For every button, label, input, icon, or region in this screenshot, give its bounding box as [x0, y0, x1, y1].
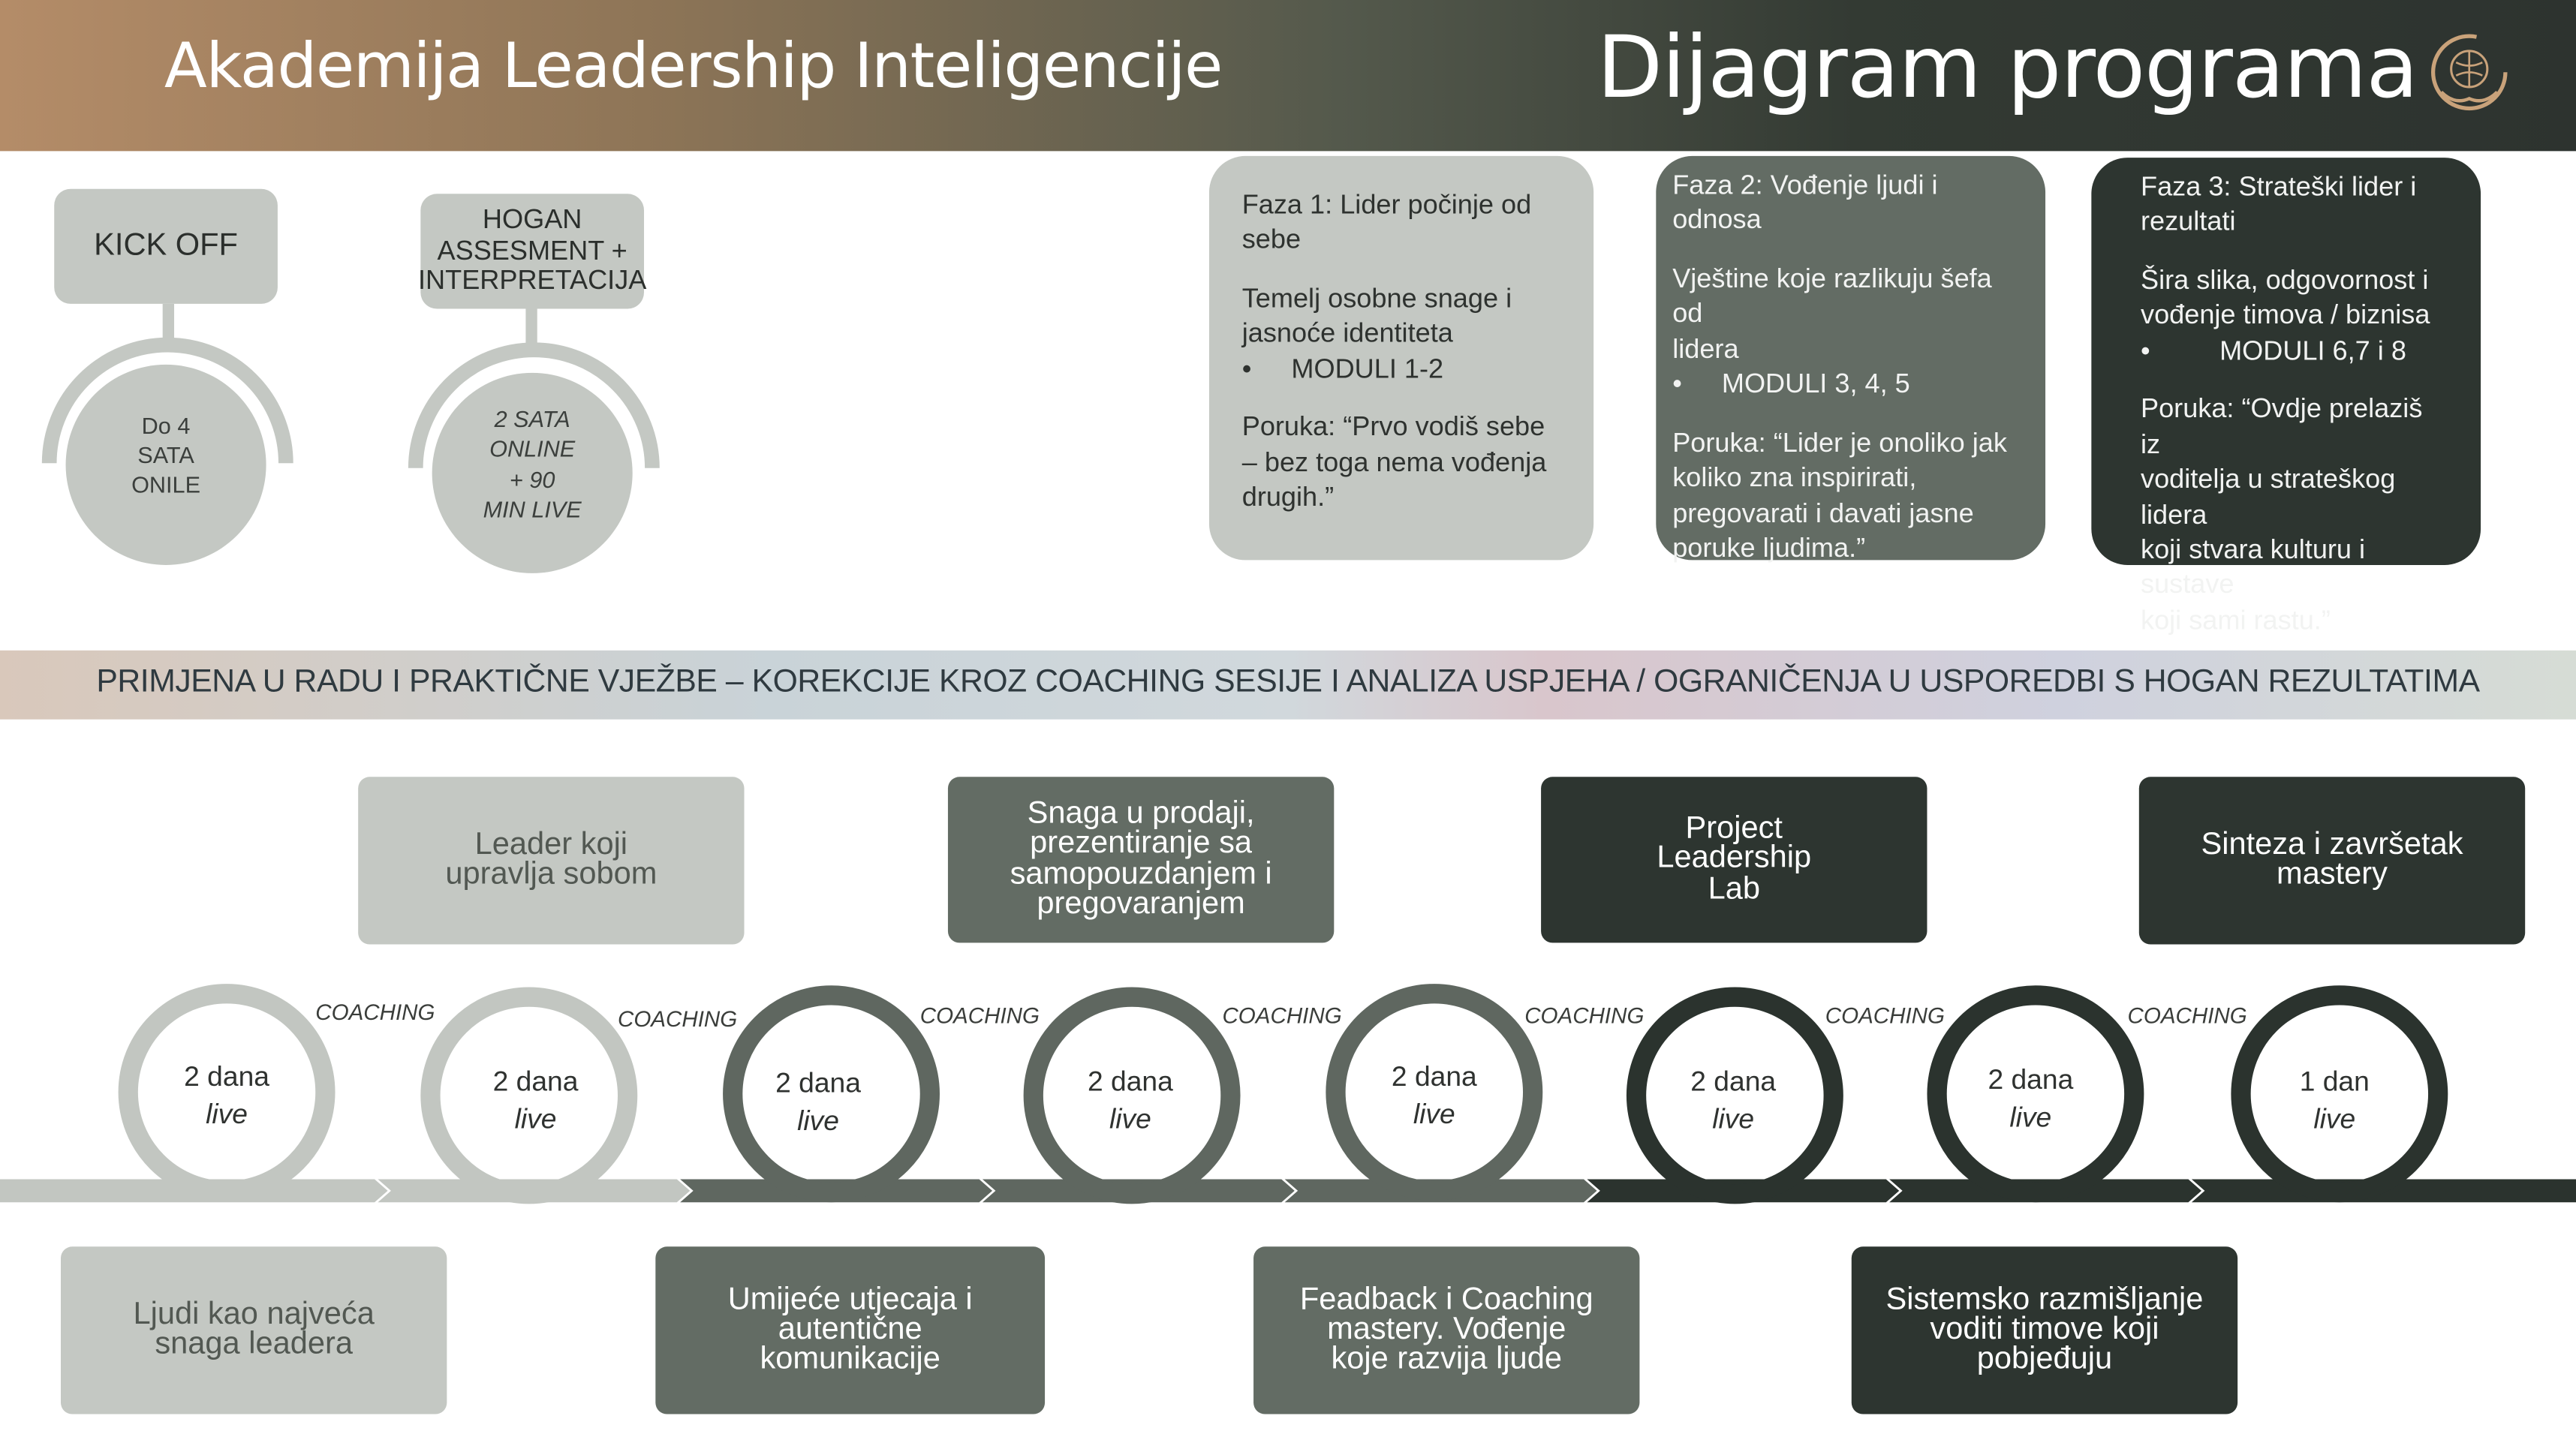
timeline [0, 984, 2576, 1204]
module-top-3: Project Leadership Lab [1541, 777, 1927, 943]
coaching-label-5: COACHING [1524, 1003, 1645, 1029]
coaching-label-7: COACHING [2127, 1003, 2247, 1029]
module-top-4: Sinteza i završetak mastery [2138, 777, 2526, 945]
module-top-1: Leader koji upravlja sobom [358, 777, 745, 945]
kickoff-connector [162, 303, 175, 347]
session-ring-6 [1626, 987, 1843, 1204]
phase-card-2: Faza 2: Vođenje ljudi i odnosa Vještine … [1656, 155, 2046, 564]
hogan-duration: 2 SATA ONLINE + 90 MIN LIVE [483, 405, 582, 523]
hogan-arc [408, 342, 660, 468]
brain-in-hands-logo-icon [2430, 34, 2508, 111]
session-ring-4 [1023, 987, 1241, 1204]
module-top-2: Snaga u prodaji, prezentiranje sa samopo… [947, 777, 1335, 943]
coaching-label-1: COACHING [315, 1000, 435, 1025]
phase-2-modules: •MODULI 3, 4, 5 [1672, 369, 1910, 400]
session-ring-8 [2231, 985, 2448, 1203]
kickoff-arc [41, 337, 293, 464]
coaching-label-4: COACHING [1222, 1003, 1342, 1029]
phase-card-3: Faza 3: Strateški lider i rezultati Šira… [2091, 158, 2481, 636]
session-ring-3 [723, 985, 940, 1203]
phase-card-1: Faza 1: Lider počinje od sebe Temelj oso… [1208, 155, 1594, 561]
session-ring-5 [1326, 984, 1543, 1201]
coaching-label-3: COACHING [919, 1003, 1040, 1029]
header-bar [0, 0, 2576, 152]
kickoff-label: KICK OFF [54, 188, 278, 304]
session-ring-2 [420, 987, 638, 1204]
practice-banner [0, 650, 2576, 720]
kickoff-duration: Do 4 SATA ONILE [131, 412, 201, 499]
hogan-label: HOGAN ASSESMENT + INTERPRETACIJA [418, 194, 646, 309]
hogan-connector [525, 308, 537, 352]
coaching-label-2: COACHING [617, 1006, 738, 1032]
kickoff-circle [65, 364, 266, 565]
phase-3-modules: •MODULI 6,7 i 8 [2141, 336, 2406, 366]
module-bottom-2: Umijeće utjecaja i autentične komunikaci… [655, 1246, 1046, 1414]
module-bottom-4: Sistemsko razmišljanje voditi timove koj… [1851, 1246, 2238, 1414]
module-bottom-1: Ljudi kao najveća snaga leadera [60, 1246, 447, 1414]
module-bottom-3: Feadback i Coaching mastery. Vođenje koj… [1253, 1246, 1640, 1414]
phase-1-modules: •MODULI 1-2 [1241, 354, 1444, 384]
page-title: Dijagram programa [1596, 20, 2419, 119]
session-ring-1 [118, 984, 336, 1201]
brand-title: Akademija Leadership Inteligencije [164, 29, 1223, 102]
coaching-label-6: COACHING [1825, 1003, 1946, 1029]
session-ring-7 [1927, 985, 2144, 1203]
practice-banner-text: PRIMJENA U RADU I PRAKTIČNE VJEŽBE – KOR… [96, 663, 2480, 700]
hogan-circle [432, 372, 633, 573]
